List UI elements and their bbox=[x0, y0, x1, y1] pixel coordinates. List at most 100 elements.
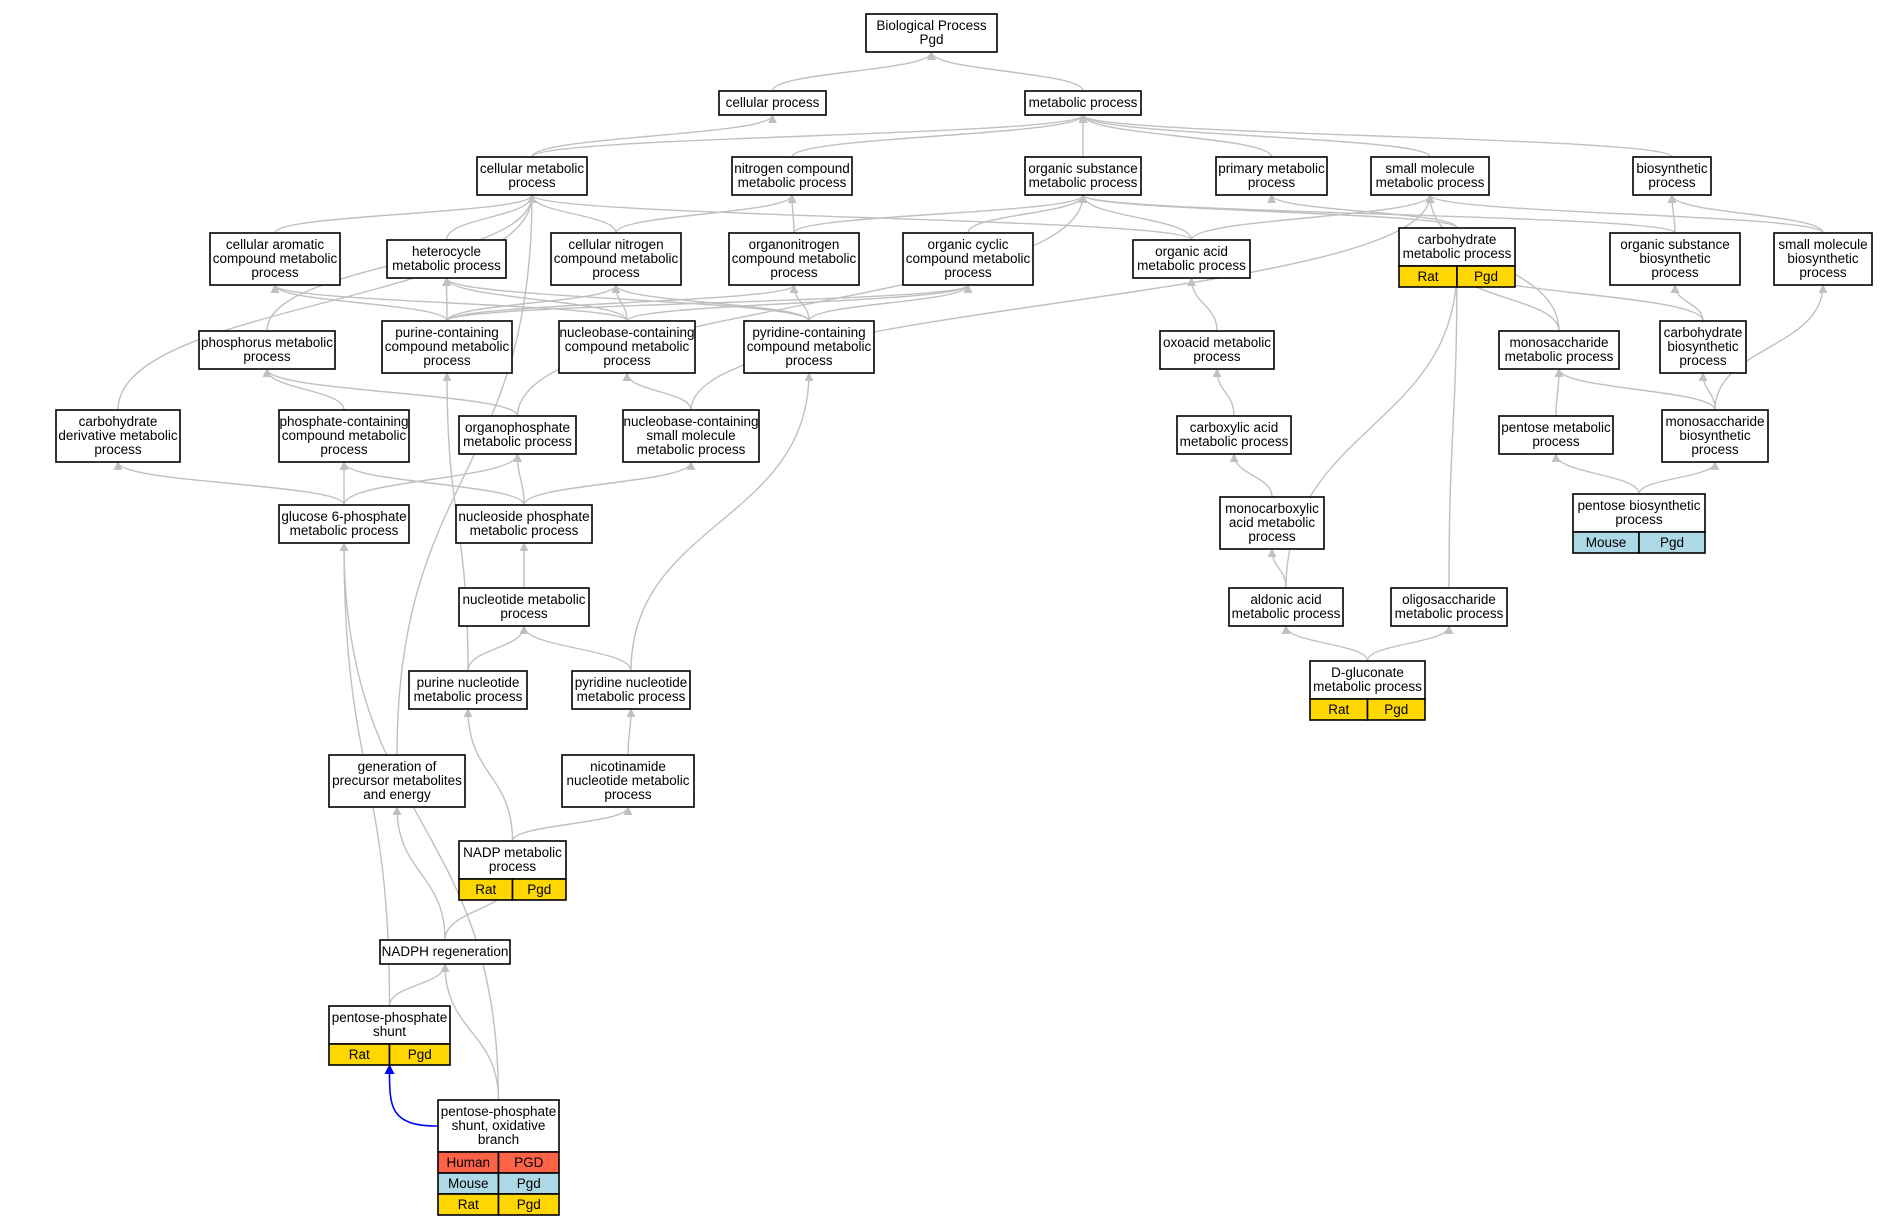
go-term-box bbox=[198, 330, 336, 370]
go-term-label-line: cellular aromatic bbox=[226, 237, 325, 252]
go-term-box bbox=[1572, 493, 1706, 533]
go-term-label-line: organic cyclic bbox=[927, 237, 1008, 252]
go-term-box bbox=[209, 232, 341, 286]
go-term-label-line: compound metabolic bbox=[213, 251, 338, 266]
go-term-box bbox=[731, 156, 853, 196]
go-term-box bbox=[558, 320, 696, 374]
is-a-edge bbox=[1551, 453, 1640, 495]
go-term-label-line: biosynthetic bbox=[1636, 161, 1708, 176]
go-term-label-line: precursor metabolites bbox=[332, 773, 462, 788]
gene-cell bbox=[1638, 531, 1706, 554]
species-label: Rat bbox=[1417, 269, 1438, 284]
is-a-edge bbox=[1190, 194, 1435, 241]
go-term-label-line: cellular nitrogen bbox=[568, 237, 663, 252]
go-term-label-line: metabolic process bbox=[392, 258, 501, 273]
go-term-label-line: small molecule bbox=[646, 428, 735, 443]
is-a-edge bbox=[611, 284, 810, 322]
go-term-nadphr[interactable]: NADPH regeneration bbox=[379, 939, 511, 965]
is-a-edge bbox=[523, 461, 696, 506]
go-term-label-line: shunt bbox=[373, 1024, 406, 1039]
is-a-edge bbox=[339, 542, 500, 1101]
go-term-box bbox=[1498, 330, 1620, 370]
go-term-mp[interactable]: metabolic process bbox=[1024, 90, 1142, 116]
go-term-label-line: nucleotide metabolic bbox=[462, 592, 585, 607]
go-term-label-line: process bbox=[785, 353, 833, 368]
go-term-label-line: nucleobase-containing bbox=[623, 414, 758, 429]
is-a-edge bbox=[442, 277, 628, 322]
go-term-cp[interactable]: cellular process bbox=[718, 90, 827, 116]
is-a-edge bbox=[1267, 548, 1287, 589]
species-label: Rat bbox=[458, 1197, 479, 1212]
go-term-label-line: carboxylic acid bbox=[1190, 420, 1279, 435]
go-term-box bbox=[1228, 587, 1344, 627]
gene-cell bbox=[388, 1043, 451, 1066]
go-term-label-line: aldonic acid bbox=[1250, 592, 1321, 607]
go-term-label-line: primary metabolic bbox=[1218, 161, 1325, 176]
go-term-label-line: process bbox=[489, 859, 537, 874]
go-term-label-line: pentose-phosphate bbox=[332, 1010, 448, 1025]
go-term-label-line: carbohydrate bbox=[79, 414, 158, 429]
go-term-label-line: cellular metabolic bbox=[480, 161, 585, 176]
gene-label: Pgd bbox=[1384, 702, 1408, 717]
go-term-box bbox=[1024, 90, 1142, 116]
go-term-label-line: compound metabolic bbox=[282, 428, 407, 443]
go-term-label-line: purine nucleotide bbox=[417, 675, 520, 690]
go-term-box bbox=[458, 415, 577, 455]
go-term-box bbox=[458, 587, 590, 627]
is-a-edge bbox=[1078, 194, 1458, 229]
go-term-box bbox=[865, 13, 998, 53]
go-term-label-line: Pgd bbox=[919, 32, 943, 47]
go-term-label-line: process bbox=[1679, 353, 1727, 368]
is-a-edge bbox=[513, 453, 525, 506]
is-a-edge bbox=[1554, 368, 1716, 411]
